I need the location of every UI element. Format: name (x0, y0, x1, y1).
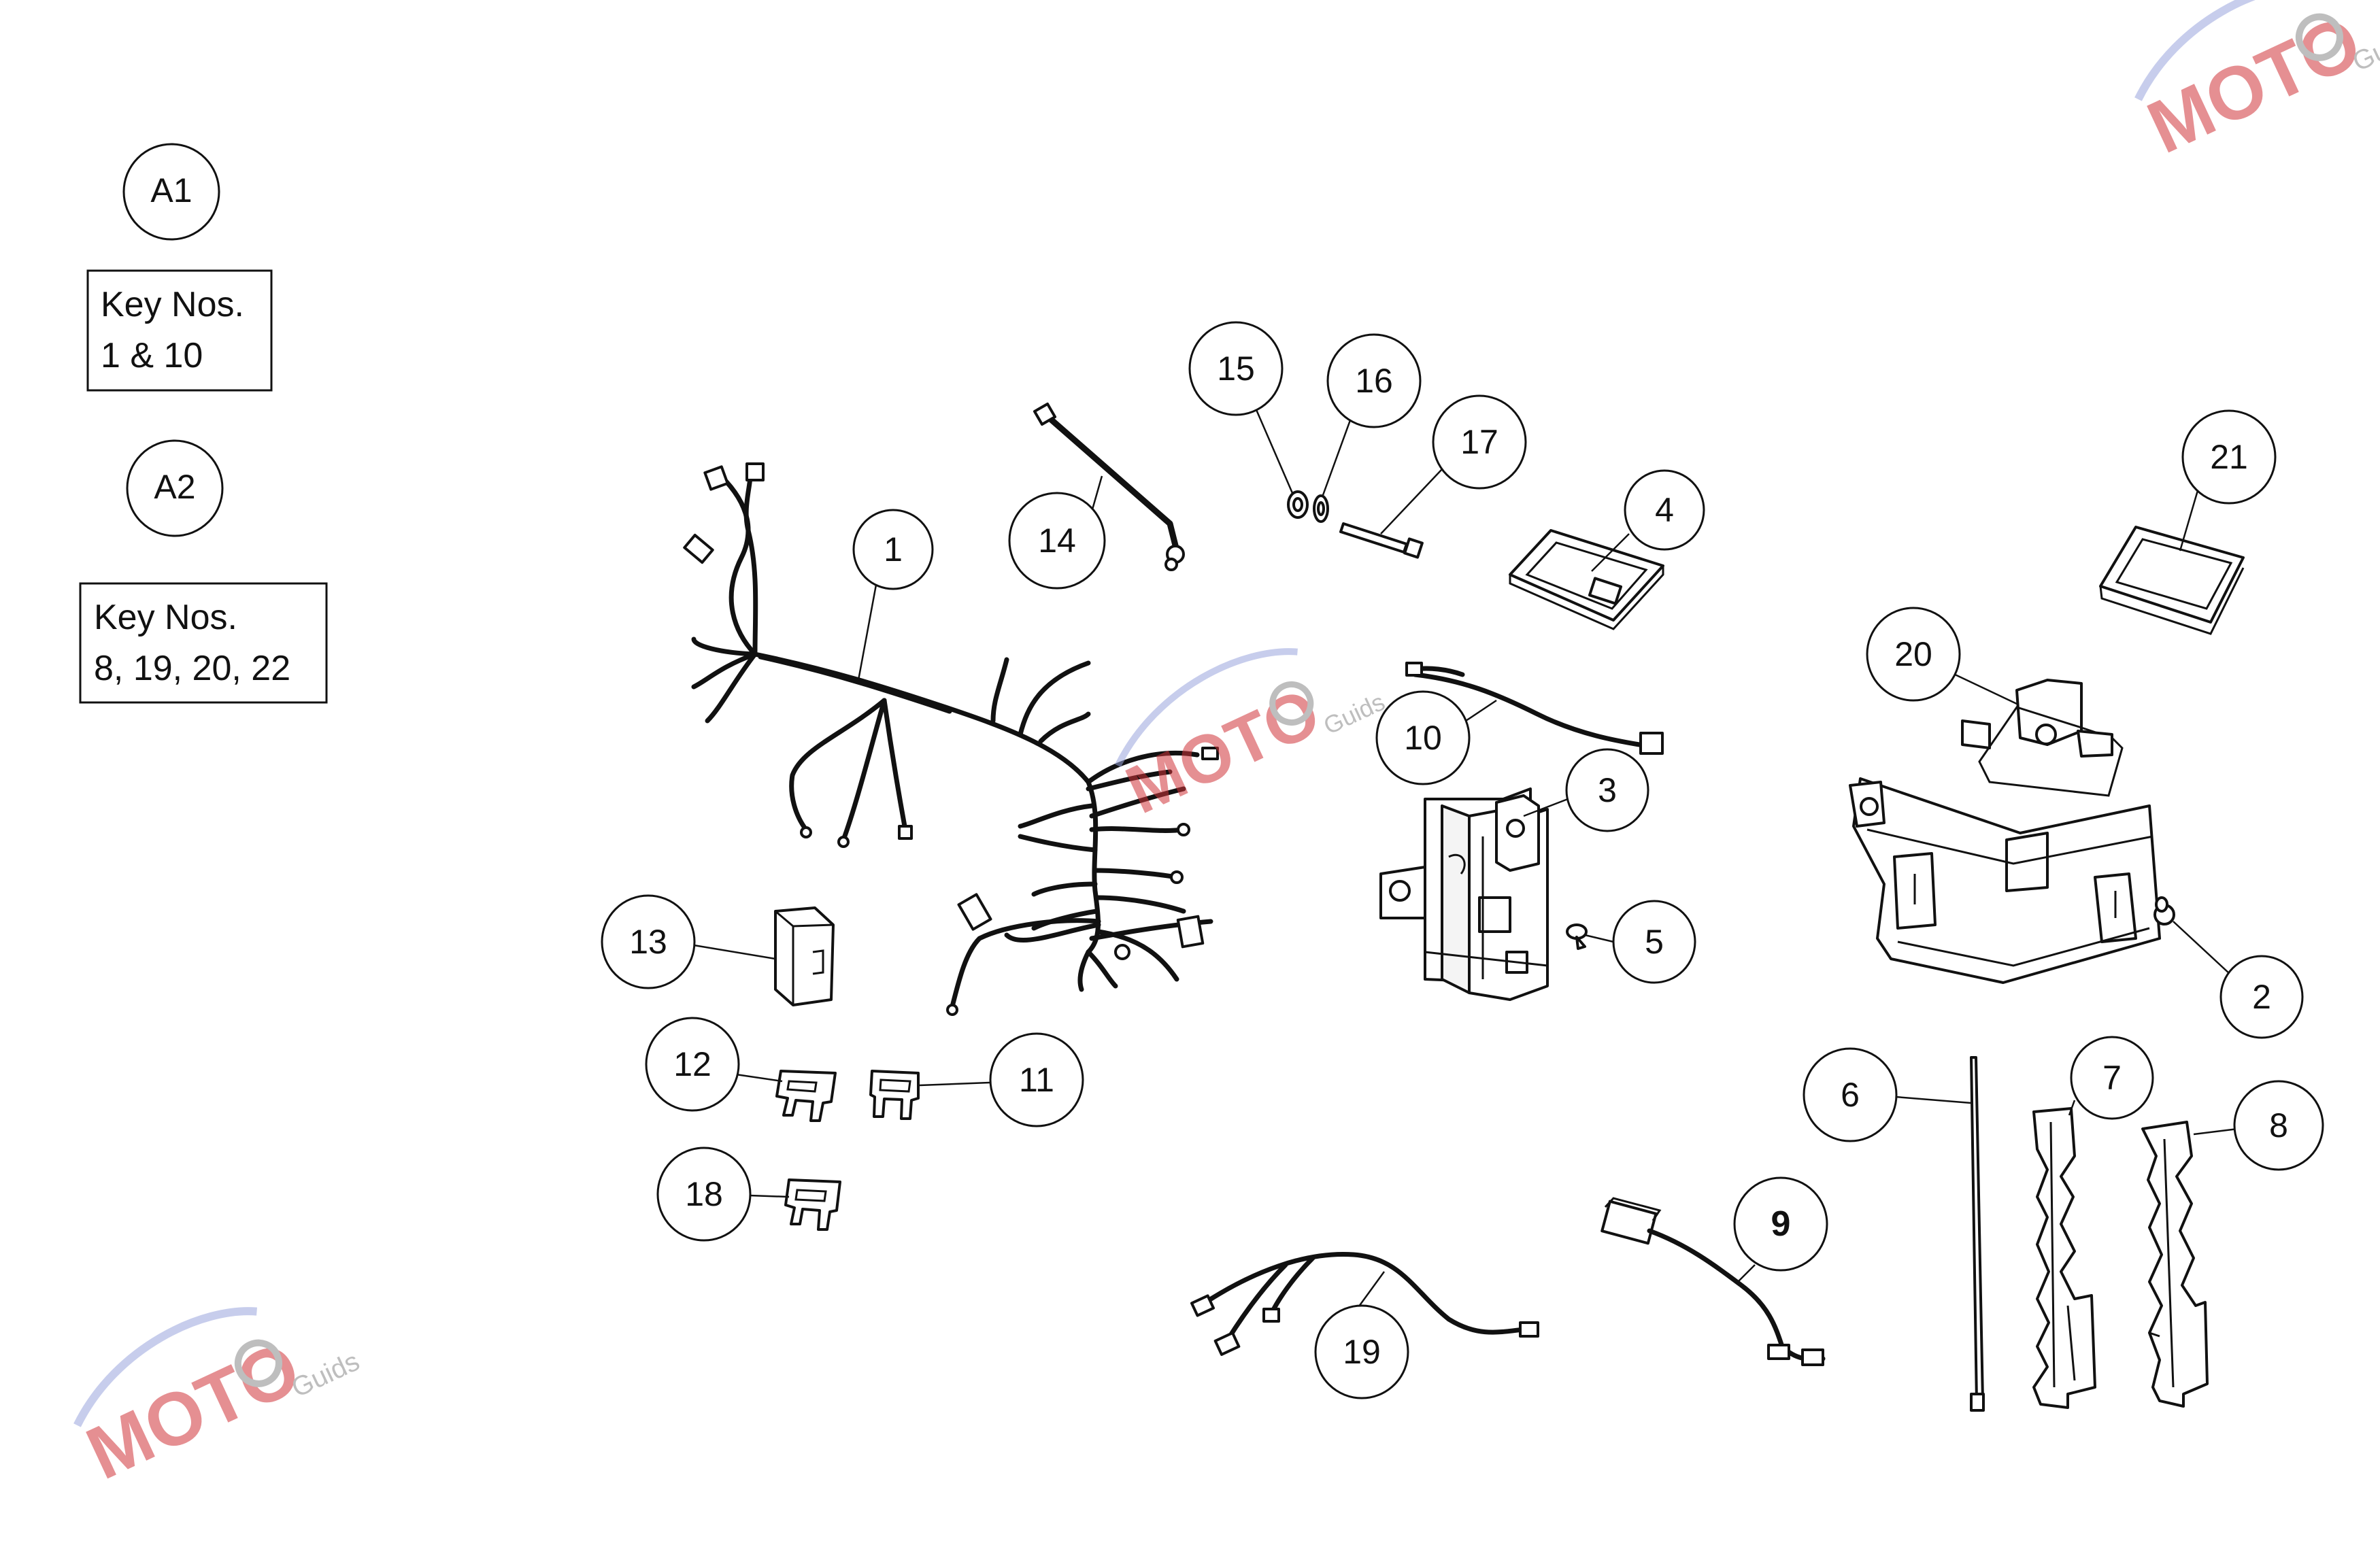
callout-4 (1624, 469, 1705, 551)
watermark-logo-center: MOTO Guids (1115, 648, 1389, 829)
legend-a1-note-line2: 1 & 10 (101, 336, 203, 375)
part-12-fuse (775, 1070, 837, 1122)
part-4-plate (1509, 529, 1664, 630)
part-18-fuse (784, 1178, 841, 1231)
callout-12 (645, 1017, 740, 1112)
callout-1 (852, 509, 934, 590)
svg-text:MOTO: MOTO (1115, 674, 1331, 829)
callout-19-label: 19 (1343, 1333, 1381, 1371)
callout-5 (1612, 900, 1696, 984)
callout-8 (2233, 1080, 2324, 1171)
callout-14 (1008, 492, 1106, 590)
legend-a2-note-line2: 8, 19, 20, 22 (94, 649, 290, 688)
part-13-fuse-cover (774, 906, 835, 1006)
callout-17-label: 17 (1460, 423, 1498, 461)
watermark-logo-bottom-left: MOTO Guids (73, 1307, 364, 1495)
callout-6-label: 6 (1841, 1076, 1860, 1114)
callout-19 (1314, 1304, 1409, 1399)
callout-2 (2219, 955, 2304, 1039)
callout-10 (1375, 690, 1471, 785)
callout-17 (1432, 394, 1527, 490)
callout-7 (2070, 1036, 2154, 1120)
callout-20-label: 20 (1894, 635, 1932, 673)
callout-14-label: 14 (1038, 522, 1076, 560)
callout-3-label: 3 (1598, 771, 1617, 809)
part-9-lead (1600, 1197, 1826, 1366)
callout-1-label: 1 (884, 530, 903, 568)
callout-13-label: 13 (629, 923, 667, 961)
part-6-cable-tie (1970, 1056, 1985, 1412)
part-19-lead (1190, 1251, 1539, 1356)
part-17-bolt (1339, 522, 1424, 559)
part-21-plate (2099, 526, 2245, 635)
legend-a1-box (86, 269, 273, 392)
callout-5-label: 5 (1645, 923, 1664, 961)
legend-a2-note-line1: Key Nos. (94, 598, 237, 637)
callout-4-label: 4 (1655, 491, 1674, 529)
callout-13 (601, 894, 696, 989)
callout-16 (1326, 333, 1422, 428)
part-10-lead (1405, 662, 1664, 755)
callout-21-label: 21 (2210, 438, 2248, 476)
legend-a1-label: A1 (150, 171, 192, 209)
callout-15 (1188, 321, 1284, 416)
legend-a2-box (79, 582, 328, 704)
part-15-washer (1287, 490, 1309, 519)
legend-a1-note-line1: Key Nos. (101, 285, 244, 324)
callout-15-label: 15 (1217, 350, 1255, 388)
legend: A1 Key Nos. 1 & 10 A2 Key Nos. 8, 19, 20… (79, 143, 328, 704)
callout-6 (1803, 1047, 1898, 1142)
callout-11-label: 11 (1019, 1061, 1054, 1099)
part-11-fuse (869, 1070, 920, 1120)
part-5-screw (1566, 923, 1588, 950)
part-20-battery-tray (1849, 679, 2175, 984)
watermark-logo-top-right: MOTO Guids (2134, 0, 2380, 169)
legend-a2-label: A2 (154, 468, 195, 506)
callout-12-label: 12 (673, 1045, 711, 1083)
callout-2-label: 2 (2252, 978, 2271, 1016)
callout-7-label: 7 (2102, 1059, 2122, 1097)
part-7-foam-strip (2032, 1107, 2096, 1409)
legend-a1-circle (122, 143, 220, 241)
callout-20 (1866, 607, 1961, 702)
legend-a2-circle (126, 439, 224, 537)
callout-8-label: 8 (2269, 1106, 2288, 1144)
callout-18 (656, 1147, 752, 1242)
callout-9 (1733, 1176, 1828, 1272)
callout-18-label: 18 (685, 1175, 723, 1213)
callout-3 (1565, 748, 1649, 832)
callouts: 1 14 15 16 17 4 21 20 10 3 (601, 321, 2324, 1399)
callout-11 (989, 1032, 1084, 1127)
callout-16-label: 16 (1355, 362, 1393, 400)
part-8-foam-strip (2141, 1121, 2209, 1408)
part-1-main-harness (683, 462, 1219, 1016)
callout-10-label: 10 (1404, 719, 1442, 757)
part-14-sensor-lead (1033, 402, 1185, 571)
svg-text:Guids: Guids (287, 1346, 364, 1404)
part-16-washer (1313, 494, 1329, 523)
callout-9-label: 9 (1771, 1204, 1791, 1244)
part-3-control-bracket (1379, 787, 1549, 1001)
callout-21 (2181, 409, 2277, 505)
